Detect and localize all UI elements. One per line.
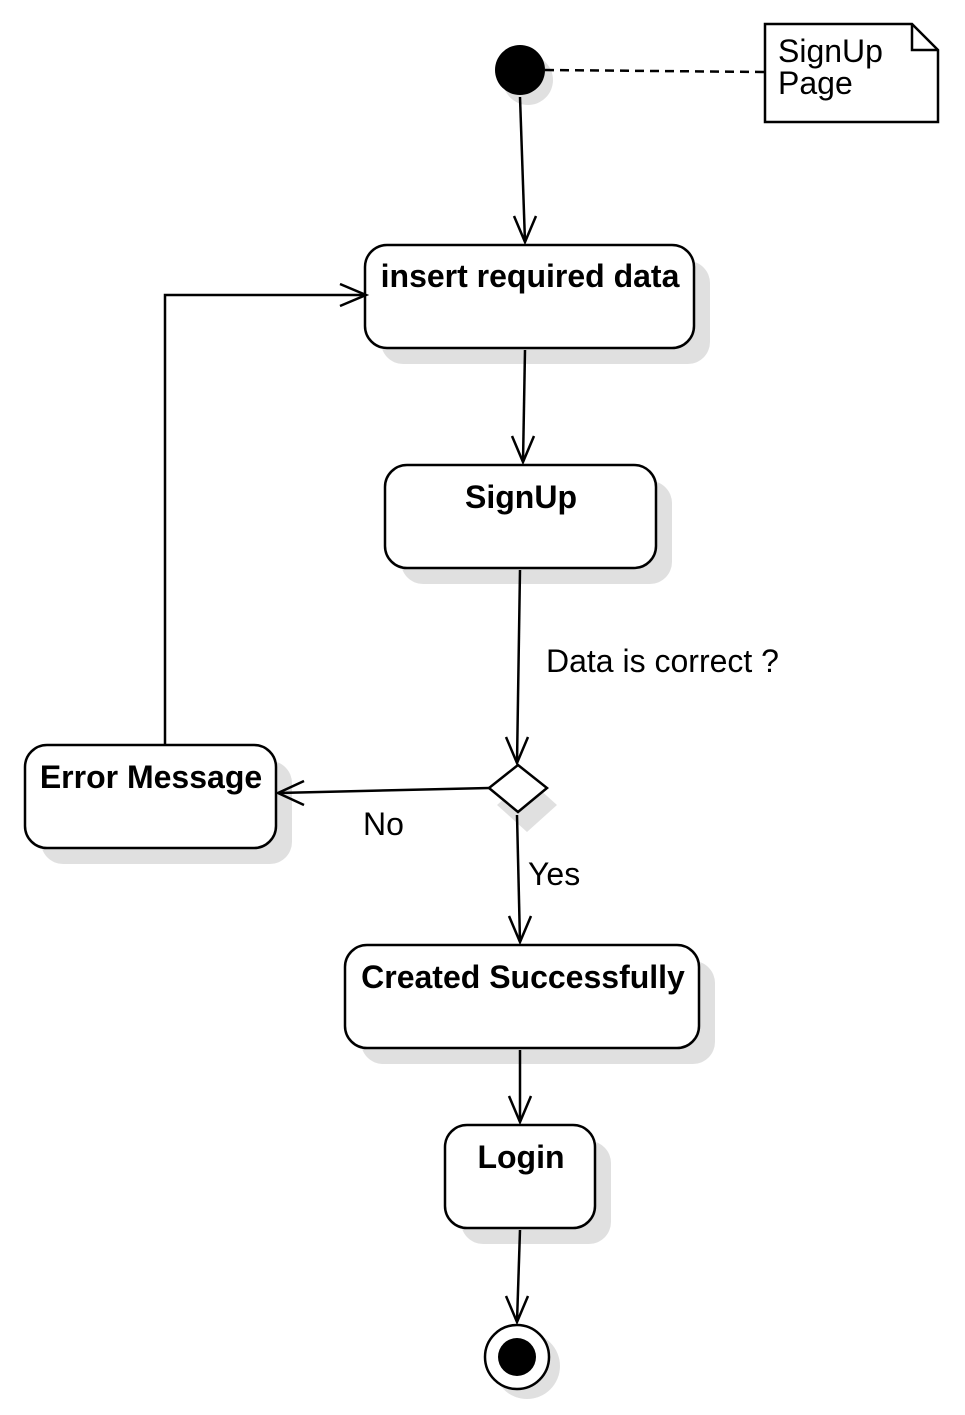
- activity-label: Created Successfully: [361, 959, 685, 995]
- edge-insert-to-signup: [510, 349, 536, 466]
- initial-node: [495, 45, 553, 105]
- activity-created-successfully: Created Successfully: [343, 943, 715, 1064]
- edge-signup-to-decision: [504, 569, 530, 767]
- activity-signup: SignUp: [383, 463, 672, 584]
- final-node: [483, 1323, 560, 1399]
- activity-label: Login: [477, 1139, 564, 1175]
- note-connector: [544, 68, 766, 74]
- decision-question-label: Data is correct ?: [546, 643, 779, 679]
- edge-login-to-end: [504, 1229, 530, 1326]
- no-label: No: [363, 806, 404, 842]
- yes-label: Yes: [528, 856, 580, 892]
- activity-label: SignUp: [465, 479, 577, 515]
- note-line-2: Page: [778, 65, 853, 101]
- activity-label: insert required data: [381, 258, 680, 294]
- activity-insert-required-data: insert required data: [363, 243, 710, 364]
- note-line-1: SignUp: [778, 33, 883, 69]
- activity-error-message: Error Message: [23, 743, 292, 864]
- decision-node: [487, 763, 557, 832]
- edge-decision-yes: [507, 814, 533, 946]
- activity-label: Error Message: [40, 759, 262, 795]
- edge-created-to-login: [507, 1050, 533, 1126]
- edge-decision-no: [275, 779, 490, 807]
- edge-error-to-insert: [163, 282, 370, 745]
- activity-login: Login: [443, 1123, 611, 1244]
- edge-start-to-insert: [512, 96, 538, 246]
- note-signup-page: SignUp Page: [763, 22, 940, 124]
